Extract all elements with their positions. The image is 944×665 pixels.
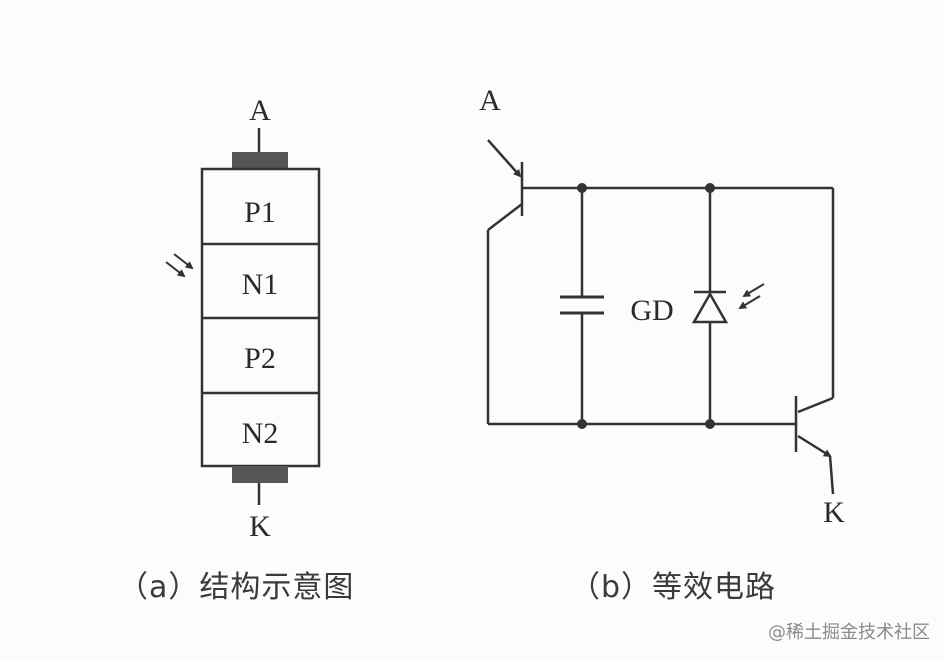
light-arrows-icon <box>165 253 194 278</box>
structure-cathode-label: K <box>249 510 271 543</box>
watermark: @稀土掘金技术社区 <box>768 622 930 643</box>
circuit-anode-label: A <box>479 84 501 117</box>
npn-transistor-icon <box>794 396 835 495</box>
structure-layer-label: P2 <box>244 342 276 375</box>
structure-layer-label: N2 <box>242 417 279 450</box>
structure-anode-electrode <box>232 152 288 169</box>
structure-cathode-electrode <box>232 466 288 483</box>
light-arrows-icon <box>738 283 765 310</box>
structure-layer-label: P1 <box>244 196 276 229</box>
capacitor-icon <box>560 295 604 315</box>
junction-dot <box>705 419 715 429</box>
junction-dot <box>577 419 587 429</box>
caption-structure: （a）结构示意图 <box>118 570 355 605</box>
photodiode-icon <box>691 290 729 324</box>
circuit-cathode-label: K <box>823 496 845 529</box>
structure-diagram: A P1 N1 P2 N2 K <box>165 94 321 543</box>
caption-circuit: （b）等效电路 <box>570 570 777 605</box>
structure-layer-label: N1 <box>242 268 279 301</box>
structure-anode-label: A <box>249 94 271 127</box>
junction-dot <box>705 183 715 193</box>
photodiode-label: GD <box>630 294 673 327</box>
pnp-transistor-icon <box>487 139 524 231</box>
equivalent-circuit: A <box>479 84 845 529</box>
junction-dot <box>577 183 587 193</box>
